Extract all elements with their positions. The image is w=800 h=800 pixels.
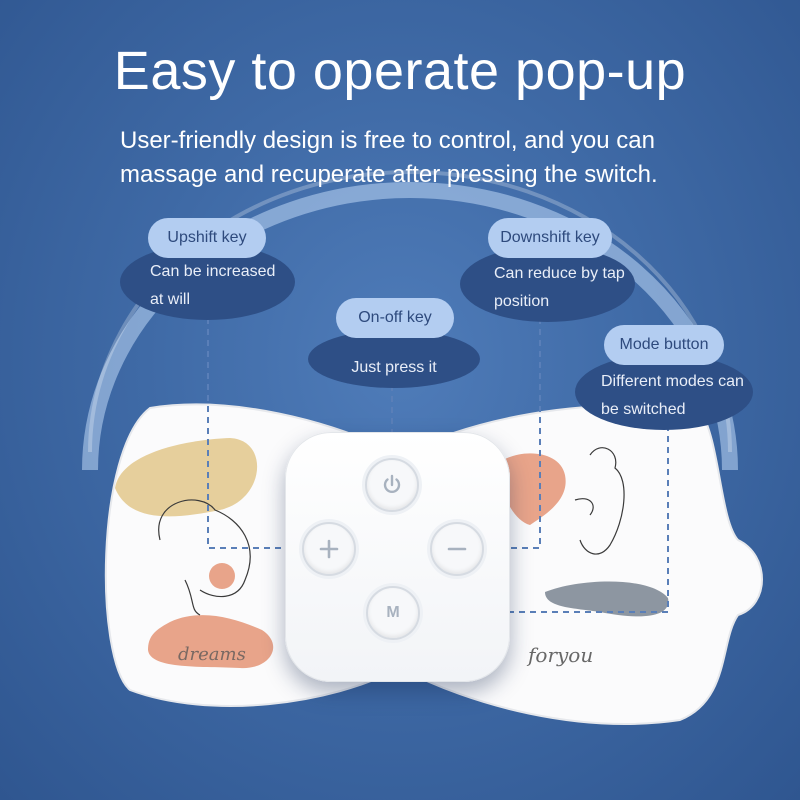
- upshift-button[interactable]: [302, 522, 356, 576]
- gray-blob-right: [545, 581, 669, 617]
- line-art-right: [574, 447, 625, 555]
- downshift-key-label: Downshift key: [488, 218, 612, 258]
- mode-button-label: Mode button: [604, 325, 724, 365]
- peach-blob-left: [148, 615, 274, 669]
- power-icon: [383, 474, 401, 494]
- minus-icon: [447, 547, 467, 551]
- headline: Easy to operate pop-up: [113, 41, 687, 101]
- peach-dot-left: [209, 563, 235, 589]
- peach-blob-right: [499, 453, 566, 525]
- upshift-key-label: Upshift key: [148, 218, 266, 258]
- plus-icon: [319, 539, 339, 559]
- subheadline-line-2: massage and recuperate after pressing th…: [120, 161, 658, 188]
- mode-letter: M: [386, 604, 400, 621]
- power-button[interactable]: [365, 458, 419, 512]
- script-foryou: foryou: [526, 643, 593, 667]
- sand-blob: [115, 438, 258, 517]
- subheadline-line-1: User-friendly design is free to control,…: [120, 127, 655, 154]
- onoff-description: Just press it: [308, 330, 480, 388]
- mode-description: Different modes can be switched: [575, 354, 753, 430]
- downshift-description: Can reduce by tap position: [460, 246, 635, 322]
- script-dreams: dreams: [178, 644, 246, 665]
- downshift-button[interactable]: [430, 522, 484, 576]
- upshift-description: Can be increased at will: [120, 244, 295, 320]
- line-art-left: [158, 499, 251, 616]
- mode-button[interactable]: M: [366, 586, 420, 640]
- subheadline: User-friendly design is free to control,…: [120, 124, 760, 192]
- onoff-key-label: On-off key: [336, 298, 454, 338]
